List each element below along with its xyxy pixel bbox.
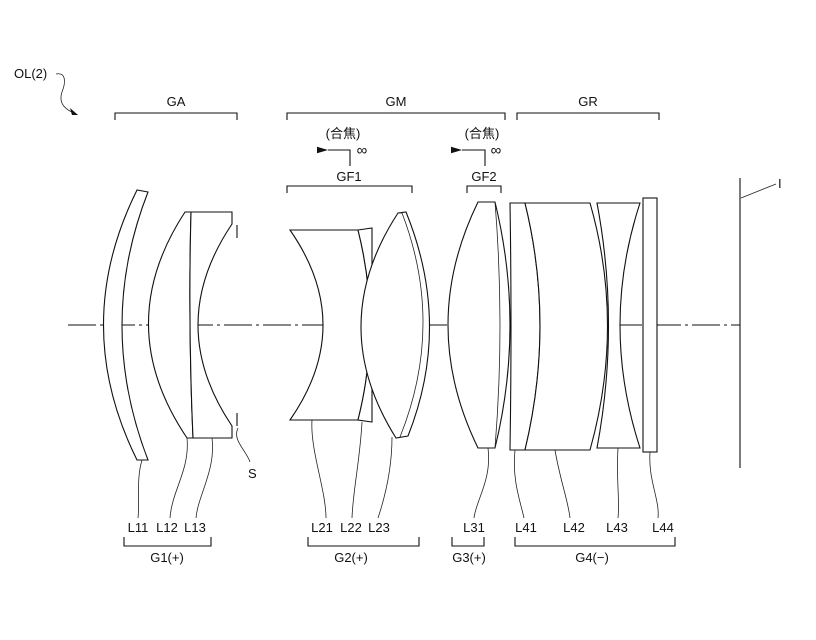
group-g1-bracket bbox=[123, 537, 212, 547]
focus-label-1: (合焦) bbox=[326, 126, 361, 141]
lens-label-l31: L31 bbox=[463, 520, 485, 535]
group-g2-bracket bbox=[307, 537, 420, 547]
group-gr-bracket bbox=[516, 112, 660, 120]
lens-label-l42: L42 bbox=[563, 520, 585, 535]
lens-l43 bbox=[596, 202, 641, 449]
lens-l42 bbox=[524, 202, 609, 451]
stop-label: S bbox=[248, 466, 257, 481]
group-gm-bracket bbox=[286, 112, 506, 120]
lens-leaders bbox=[137, 419, 659, 519]
group-gf1-label: GF1 bbox=[336, 169, 361, 184]
group-gf2-label: GF2 bbox=[471, 169, 496, 184]
group-g4-bracket bbox=[514, 537, 676, 547]
lens-l23-edge bbox=[398, 212, 424, 438]
stop-leader bbox=[236, 427, 251, 463]
lens-label-l21: L21 bbox=[311, 520, 333, 535]
group-g1-label: G1(+) bbox=[150, 550, 184, 565]
focus-label-2: (合焦) bbox=[465, 126, 500, 141]
group-ga-bracket bbox=[114, 112, 238, 120]
lens-label-l41: L41 bbox=[515, 520, 537, 535]
image-plane-label: I bbox=[778, 176, 782, 191]
figure-label-leader bbox=[55, 73, 77, 115]
image-plane-leader bbox=[740, 183, 777, 199]
lens-label-l13: L13 bbox=[184, 520, 206, 535]
lens-l31-edge bbox=[494, 201, 501, 449]
lens-label-l23: L23 bbox=[368, 520, 390, 535]
group-g3-bracket bbox=[451, 537, 485, 547]
group-g3-label: G3(+) bbox=[452, 550, 486, 565]
lens-l13 bbox=[189, 211, 233, 439]
infinity-label-2: ∞ bbox=[491, 142, 502, 159]
focus-arrow-gf2 bbox=[451, 146, 486, 166]
lens-label-l11: L11 bbox=[128, 520, 149, 535]
group-gm-label: GM bbox=[386, 94, 407, 109]
lens-l44 bbox=[642, 197, 658, 453]
lens-l12 bbox=[148, 211, 194, 439]
group-g2-label: G2(+) bbox=[334, 550, 368, 565]
lens-l11 bbox=[102, 189, 149, 461]
group-gf1-bracket bbox=[286, 185, 413, 193]
lens-label-l12: L12 bbox=[156, 520, 178, 535]
group-gf2-bracket bbox=[466, 185, 502, 193]
lens-l31 bbox=[447, 201, 511, 449]
group-gr-label: GR bbox=[578, 94, 598, 109]
group-g4-label: G4(−) bbox=[575, 550, 609, 565]
lens-label-l22: L22 bbox=[340, 520, 362, 535]
lens-label-l43: L43 bbox=[606, 520, 628, 535]
group-ga-label: GA bbox=[167, 94, 186, 109]
leader-arrow-icon bbox=[70, 108, 78, 115]
focus-arrow-gf1 bbox=[317, 146, 351, 166]
lens-l23 bbox=[360, 211, 431, 439]
infinity-label-1: ∞ bbox=[357, 142, 368, 159]
figure-label: OL(2) bbox=[14, 66, 47, 81]
lens-label-l44: L44 bbox=[652, 520, 674, 535]
